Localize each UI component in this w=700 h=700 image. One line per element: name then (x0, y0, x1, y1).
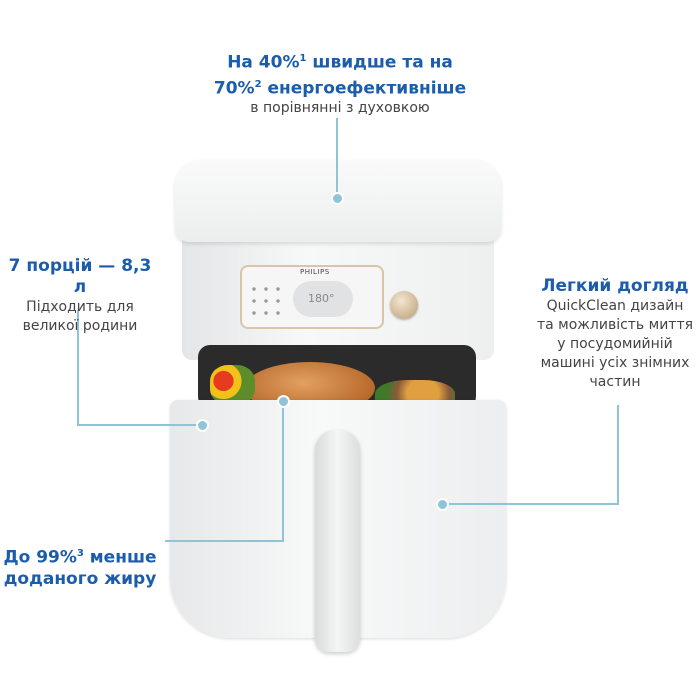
brand-logo: PHILIPS (300, 268, 330, 276)
speed-line1: На 40%1 швидше та на (227, 52, 453, 73)
care-line: у посудомийній (557, 336, 673, 352)
connector-speed (336, 118, 338, 198)
callout-capacity: 7 порцій — 8,3 л Підходить для великої р… (0, 256, 160, 336)
callout-care: Легкий догляд QuickClean дизайн та можли… (530, 276, 700, 392)
care-line: та можливість миття (536, 317, 694, 333)
control-knob[interactable] (390, 291, 418, 319)
callout-speed: На 40%1 швидше та на 70%2 енергоефективн… (170, 48, 510, 118)
connector-capacity-h (77, 424, 202, 426)
speed-line2: 70%2 енергоефективніше (213, 78, 467, 99)
connector-fat-h (165, 540, 284, 542)
care-line: QuickClean дизайн (546, 298, 684, 314)
capacity-sub2: великої родини (22, 318, 138, 334)
care-line: машині усіх знімних (540, 355, 690, 371)
display-readout: 180° (308, 292, 335, 305)
fat-line1: До 99%3 менше (3, 547, 157, 568)
connector-fat-v (282, 400, 284, 542)
care-title: Легкий догляд (541, 276, 689, 296)
capacity-sub1: Підходить для (26, 299, 134, 315)
basket-handle[interactable] (315, 430, 360, 652)
food-vegetables-left (210, 365, 255, 405)
capacity-title: 7 порцій — 8,3 л (8, 256, 152, 297)
connector-dot-care (436, 498, 449, 511)
connector-care-v (617, 405, 619, 505)
connector-care-h (440, 503, 619, 505)
callout-fat: До 99%3 менше доданого жиру (0, 543, 160, 590)
touch-buttons[interactable] (248, 283, 286, 319)
connector-dot-capacity (196, 419, 209, 432)
connector-capacity-v (77, 310, 79, 426)
speed-sub: в порівнянні з духовкою (250, 100, 430, 117)
display-screen (293, 281, 353, 317)
connector-dot-fat (277, 395, 290, 408)
fat-line2: доданого жиру (3, 568, 157, 589)
connector-dot-speed (331, 192, 344, 205)
care-line: частин (589, 374, 641, 390)
